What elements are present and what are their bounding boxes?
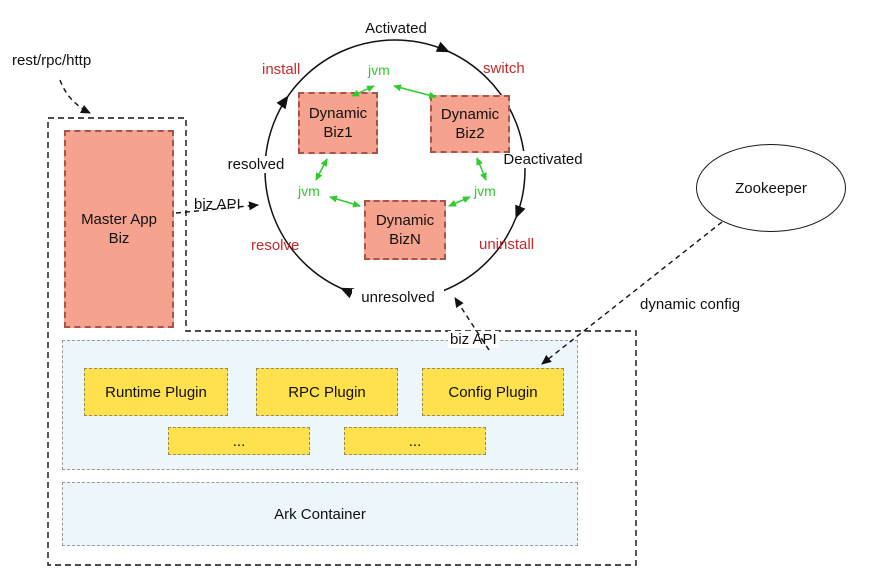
dynamic-biz1-box: Dynamic Biz1 xyxy=(298,92,378,154)
ark-container-box: Ark Container xyxy=(62,482,578,546)
biz-api-master-label: biz API xyxy=(194,196,241,213)
runtime-plugin-box: Runtime Plugin xyxy=(84,368,228,416)
config-plugin-box: Config Plugin xyxy=(422,368,564,416)
master-app-biz-label: Master App Biz xyxy=(81,210,157,248)
jvm-label-top: jvm xyxy=(368,62,390,78)
transition-uninstall: uninstall xyxy=(479,236,535,253)
rpc-plugin-label: RPC Plugin xyxy=(288,383,366,401)
runtime-plugin-label: Runtime Plugin xyxy=(105,383,207,401)
transition-switch: switch xyxy=(483,60,525,77)
more-plugins-label: ... xyxy=(408,432,422,450)
transition-resolve: resolve xyxy=(251,237,300,254)
more-plugins-box: ... xyxy=(344,427,486,455)
jvm-label-left: jvm xyxy=(298,183,320,199)
state-resolved: resolved xyxy=(221,156,291,173)
zookeeper-label: Zookeeper xyxy=(735,179,807,197)
more-plugins-label: ... xyxy=(232,432,246,450)
biz-api-plugins-label: biz API xyxy=(448,331,499,348)
state-activated: Activated xyxy=(352,20,440,37)
state-unresolved: unresolved xyxy=(352,289,444,306)
jvm-label-right: jvm xyxy=(474,183,496,199)
jvm-link-biz1-left xyxy=(315,158,328,181)
rpc-plugin-box: RPC Plugin xyxy=(256,368,398,416)
lifecycle-arrowhead xyxy=(515,204,526,219)
ark-container-label: Ark Container xyxy=(274,505,366,523)
dynamic-biz2-label: Dynamic Biz2 xyxy=(440,105,500,143)
dynamic-biz1-label: Dynamic Biz1 xyxy=(308,104,368,142)
jvm-link-biz2-right xyxy=(476,157,487,181)
jvm-link-bizn-right xyxy=(448,196,471,207)
config-plugin-label: Config Plugin xyxy=(448,383,538,401)
lifecycle-arrowhead xyxy=(435,41,450,53)
lifecycle-circle xyxy=(264,39,526,301)
more-plugins-box: ... xyxy=(168,427,310,455)
zookeeper-node: Zookeeper xyxy=(696,144,846,232)
rest-rpc-http-label: rest/rpc/http xyxy=(12,52,92,69)
dynamic-bizn-box: Dynamic BizN xyxy=(364,200,446,260)
dynamic-config-label: dynamic config xyxy=(640,296,741,313)
lifecycle-arrowhead xyxy=(276,95,289,110)
jvm-link-bizn-left xyxy=(329,195,361,208)
state-deactivated: Deactivated xyxy=(496,151,590,168)
dynamic-bizn-label: Dynamic BizN xyxy=(375,211,435,249)
transition-install: install xyxy=(262,61,301,78)
master-app-biz-box: Master App Biz xyxy=(64,130,174,328)
dynamic-biz2-box: Dynamic Biz2 xyxy=(430,95,510,153)
rest-rpc-http-arrow xyxy=(59,79,91,114)
